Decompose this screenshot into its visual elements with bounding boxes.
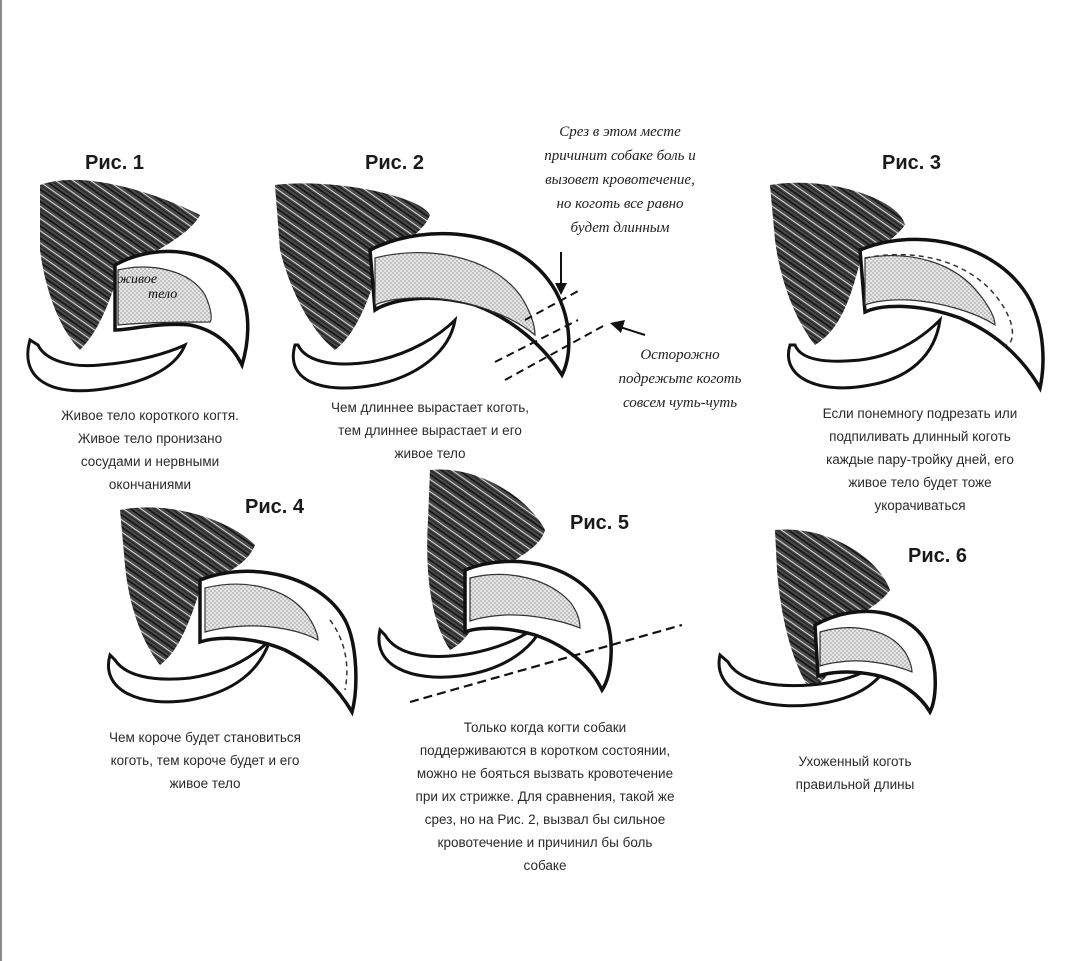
fig2-quick xyxy=(374,252,536,337)
careful-note-line: совсем чуть-чуть xyxy=(622,395,738,411)
fig6-caption-line: Ухоженный коготь xyxy=(798,754,912,769)
fig6-title: Рис. 6 xyxy=(908,545,967,567)
figure-3-drawing xyxy=(770,182,1045,393)
page-border xyxy=(0,0,2,961)
fig5-cut-line xyxy=(409,623,683,704)
warning-note-line: вызовет кровотечение, xyxy=(545,172,695,188)
figure-1-drawing xyxy=(26,179,250,393)
fig5-caption-line: собаке xyxy=(523,858,567,873)
fig5-caption-line: срез, но на Рис. 2, вызвал бы сильное xyxy=(424,812,666,827)
fig6-caption-line: правильной длины xyxy=(795,777,915,792)
fig1-caption: Живое тело короткого когтя. Живое тело п… xyxy=(20,404,280,496)
fig5-fur xyxy=(427,469,545,650)
fig5-caption-line: при их стрижке. Для сравнения, такой же xyxy=(415,789,675,804)
fig3-caption-line: укорачиваться xyxy=(874,498,966,513)
figure-6-drawing xyxy=(717,529,938,716)
fig1-quick-label-line2: тело xyxy=(148,287,178,302)
fig2-title: Рис. 2 xyxy=(365,152,424,174)
fig5-quick xyxy=(469,573,581,629)
fig2-caption-line: Чем длиннее вырастает коготь, xyxy=(330,400,530,415)
fig2-fur xyxy=(275,183,430,350)
fig2-cut-line-middle xyxy=(494,319,579,363)
fig2-caption-line: тем длиннее вырастает и его xyxy=(338,423,522,438)
fig3-quick xyxy=(864,255,996,327)
fig4-quick xyxy=(204,583,319,642)
fig3-title: Рис. 3 xyxy=(882,152,941,174)
warning-note: Срез в этом месте причинит собаке боль и… xyxy=(500,120,740,240)
fig1-quick-label: живое тело xyxy=(118,272,177,302)
fig2-caption: Чем длиннее вырастает коготь, тем длинне… xyxy=(285,396,575,465)
fig3-toe-pad xyxy=(787,315,943,390)
fig2-arrow-left-head xyxy=(610,320,625,333)
fig3-caption-line: живое тело будет тоже xyxy=(848,475,992,490)
fig4-caption: Чем короче будет становиться коготь, тем… xyxy=(70,726,340,795)
warning-note-line: Срез в этом месте xyxy=(559,124,681,140)
figure-5-drawing xyxy=(377,469,683,704)
fig3-quick-dashed xyxy=(864,253,1014,346)
fig4-fur xyxy=(120,507,255,665)
fig2-cut-line-upper xyxy=(524,289,581,321)
careful-note-line: подрежьте коготь xyxy=(618,371,742,387)
figure-4-drawing xyxy=(107,507,358,717)
fig6-caption: Ухоженный коготь правильной длины xyxy=(755,750,955,796)
fig5-title: Рис. 5 xyxy=(570,512,629,534)
fig5-caption: Только когда когти собаки поддерживаются… xyxy=(360,716,730,877)
careful-note-line: Осторожно xyxy=(640,347,720,363)
fig4-caption-line: живое тело xyxy=(169,776,241,791)
fig1-quick xyxy=(117,266,212,326)
fig4-dashed-tip xyxy=(329,619,348,691)
fig3-caption: Если понемногу подрезать или подпиливать… xyxy=(770,402,1070,517)
fig5-caption-line: Только когда когти собаки xyxy=(463,720,627,735)
fig5-caption-line: кровотечение и причинил бы боль xyxy=(437,835,653,850)
fig2-arrow-left-shaft xyxy=(619,326,646,336)
fig5-caption-line: можно не бояться вызвать кровотечение xyxy=(416,766,674,781)
figure-2-drawing xyxy=(275,183,646,390)
fig1-caption-line: сосудами и нервными xyxy=(80,454,220,469)
careful-note: Осторожно подрежьте коготь совсем чуть-ч… xyxy=(580,343,780,415)
fig3-fur xyxy=(770,182,905,345)
fig1-toe-pad xyxy=(26,337,188,393)
fig6-quick xyxy=(819,627,913,673)
warning-note-line: причинит собаке боль и xyxy=(544,148,696,164)
fig3-caption-line: Если понемногу подрезать или xyxy=(822,406,1018,421)
fig1-quick-label-line1: живое xyxy=(118,272,158,287)
fig4-caption-line: коготь, тем короче будет и его xyxy=(110,753,300,768)
fig1-title: Рис. 1 xyxy=(85,152,144,174)
fig1-caption-line: Живое тело пронизано xyxy=(77,431,223,446)
fig2-arrow-down-head xyxy=(555,283,567,295)
fig3-caption-line: подпиливать длинный коготь xyxy=(829,429,1011,444)
warning-note-line: но коготь все равно xyxy=(556,196,684,212)
fig1-caption-line: окончаниями xyxy=(108,477,192,492)
fig6-fur xyxy=(775,529,890,690)
warning-note-line: будет длинным xyxy=(570,220,670,236)
fig4-title: Рис. 4 xyxy=(245,496,304,518)
fig1-caption-line: Живое тело короткого когтя. xyxy=(61,408,239,423)
fig4-caption-line: Чем короче будет становиться xyxy=(109,730,301,745)
fig3-caption-line: каждые пару-тройку дней, его xyxy=(826,452,1014,467)
fig2-cut-line-lower xyxy=(504,324,606,381)
fig2-toe-pad xyxy=(291,315,458,390)
fig5-caption-line: поддерживаются в коротком состоянии, xyxy=(419,743,671,758)
fig4-toe-pad xyxy=(107,638,272,704)
fig2-caption-line: живое тело xyxy=(394,446,466,461)
